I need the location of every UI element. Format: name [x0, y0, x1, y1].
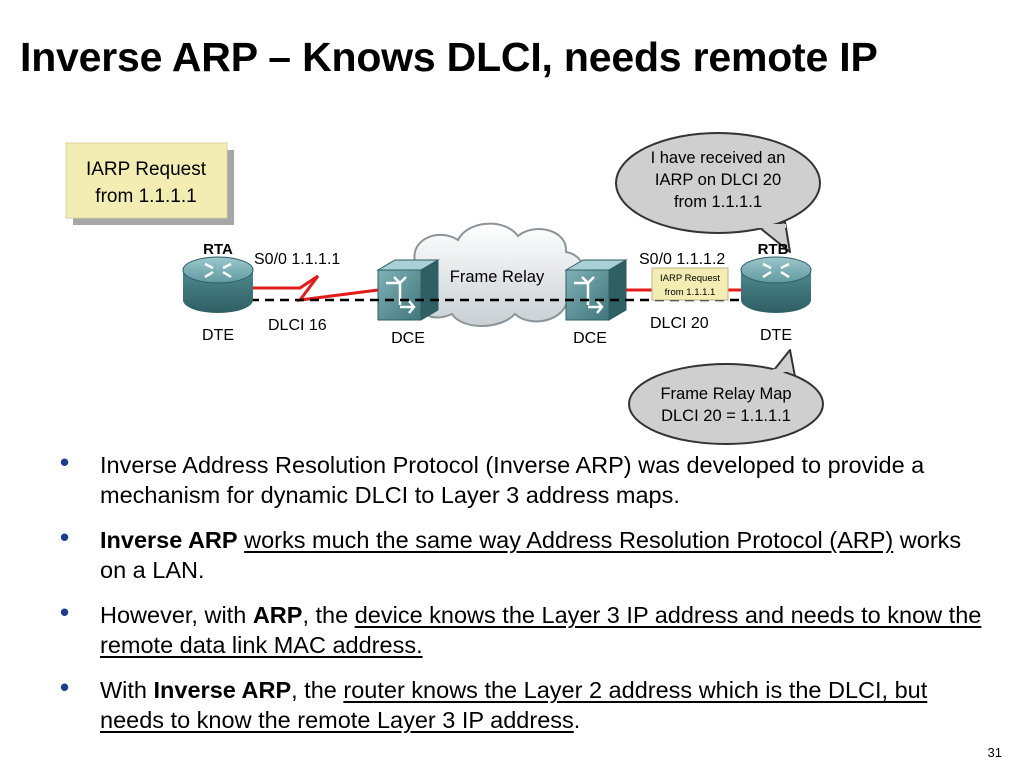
bubble-top-line1: I have received an: [651, 149, 786, 167]
dce-switch-left: [376, 259, 440, 321]
iarp-packet: IARP Request from 1.1.1.1: [651, 267, 729, 301]
bullet-pre: With: [100, 677, 154, 703]
dce-right-label: DCE: [573, 330, 607, 347]
bullet-item: • Inverse ARP works much the same way Ad…: [60, 522, 990, 585]
received-bubble: I have received an IARP on DLCI 20 from …: [615, 132, 821, 253]
bullet-bold: Inverse ARP: [153, 677, 292, 703]
rtb-label: RTB: [758, 241, 789, 258]
iarp-request-note: IARP Request from 1.1.1.1: [65, 142, 234, 225]
rtb-dlci-label: DLCI 20: [650, 315, 709, 332]
bullet-text: Inverse Address Resolution Protocol (Inv…: [100, 452, 925, 508]
rta-label: RTA: [203, 241, 233, 258]
bullet-bold: Inverse ARP: [100, 527, 238, 553]
bullet-mid: , the: [291, 677, 344, 703]
bubble-top-line3: from 1.1.1.1: [674, 193, 762, 211]
bullet-list: • Inverse Address Resolution Protocol (I…: [60, 447, 990, 750]
packet-line2: from 1.1.1.1: [665, 287, 716, 298]
bullet-end: .: [573, 707, 581, 733]
rta-serial-link: [250, 274, 379, 302]
page-number: 31: [987, 745, 1002, 760]
iarp-note-line2: from 1.1.1.1: [95, 186, 196, 207]
packet-line1: IARP Request: [660, 273, 720, 284]
bullet-underlined: works much the same way Address Resoluti…: [244, 527, 894, 553]
bullet-dot-icon: •: [60, 447, 70, 477]
bullet-item: • However, with ARP, the device knows th…: [60, 597, 990, 660]
bullet-item: • Inverse Address Resolution Protocol (I…: [60, 447, 990, 510]
rta-interface-label: S0/0 1.1.1.1: [254, 251, 340, 268]
bullet-pre: However, with: [100, 602, 253, 628]
slide-title: Inverse ARP – Knows DLCI, needs remote I…: [20, 34, 878, 80]
frame-relay-map-bubble: Frame Relay Map DLCI 20 = 1.1.1.1: [628, 349, 824, 445]
bubble-top-line2: IARP on DLCI 20: [655, 171, 781, 189]
bullet-mid: , the: [302, 602, 355, 628]
router-rta: [182, 256, 254, 313]
bubble-bottom-line1: Frame Relay Map: [660, 385, 791, 403]
bullet-dot-icon: •: [60, 597, 70, 627]
bubble-bottom-line2: DLCI 20 = 1.1.1.1: [661, 407, 791, 425]
bullet-rest: works on a LAN.: [100, 527, 962, 583]
rtb-interface-label: S0/0 1.1.1.2: [639, 251, 725, 268]
rta-dlci-label: DLCI 16: [268, 317, 327, 334]
bullet-dot-icon: •: [60, 522, 70, 552]
bullet-underlined: router knows the Layer 2 address which i…: [100, 677, 928, 733]
dce-left-label: DCE: [391, 330, 425, 347]
router-rtb: [740, 256, 812, 313]
bullet-dot-icon: •: [60, 672, 70, 702]
rtb-dte-label: DTE: [760, 327, 792, 344]
iarp-note-line1: IARP Request: [86, 159, 207, 180]
dce-switch-right: [564, 259, 628, 321]
bullet-bold: ARP: [252, 602, 303, 628]
cloud-label: Frame Relay: [450, 268, 545, 286]
bullet-item: • With Inverse ARP, the router knows the…: [60, 672, 990, 735]
bullet-underlined: device knows the Layer 3 IP address and …: [100, 602, 982, 658]
rta-dte-label: DTE: [202, 327, 234, 344]
